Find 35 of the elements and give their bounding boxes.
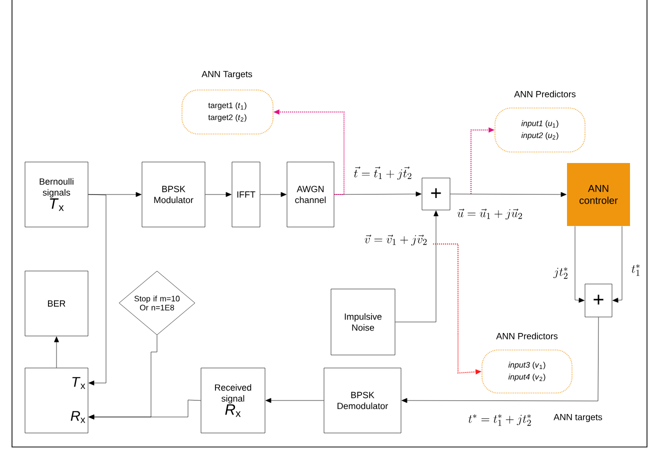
process-box: BPSK Modulator (142, 162, 206, 228)
arrow (450, 192, 566, 197)
bubble-heading: ANN Targets (202, 70, 252, 79)
controller-box: ANN controler (567, 163, 630, 226)
edge-label: $t^*=t_1^*+jt_2^*$ (467, 413, 533, 427)
process-box: Received signal R$_{x}$ (200, 368, 266, 434)
edge-label: $\vec{u}=\vec{u}_1+j\vec{u}_2$ (456, 208, 524, 220)
signal-symbol: R$_{x}$ (70, 411, 86, 423)
arrow (612, 226, 622, 303)
arrow (260, 192, 286, 197)
arrow (266, 398, 324, 403)
process-box: AWGN channel (286, 162, 334, 228)
process-box: BPSK Demodulator (324, 368, 402, 434)
summing-junction: + (422, 178, 450, 210)
process-box: Impulsive Noise (330, 288, 396, 356)
note-label: ANN targets (554, 414, 602, 422)
arrow (574, 226, 584, 303)
edge-label: $\vec{v}=\vec{v}_1+j\vec{v}_2$ (363, 234, 429, 246)
signal-symbol: T$_{x}$ (72, 377, 86, 389)
process-box: Bernoulli signals T$_{x}$ (24, 162, 88, 228)
edge-label: $\vec{t}=\vec{t}_1+j\vec{t}_2$ (352, 165, 414, 181)
arrow (205, 192, 232, 197)
arrow (395, 210, 438, 322)
process-box: IFFT (232, 162, 260, 228)
arrow (88, 335, 158, 420)
bubble-heading: ANN Predictors (514, 90, 576, 98)
edge-label: $jt_2^*$ (552, 266, 570, 280)
summing-junction: + (584, 284, 612, 318)
edge-label: $t_1^*$ (630, 263, 642, 277)
bubble-heading: ANN Predictors (496, 332, 558, 340)
arrow (402, 317, 599, 403)
arrow (334, 192, 422, 196)
arrow (54, 336, 59, 368)
arrow (88, 194, 106, 386)
process-box: BER (24, 270, 88, 336)
